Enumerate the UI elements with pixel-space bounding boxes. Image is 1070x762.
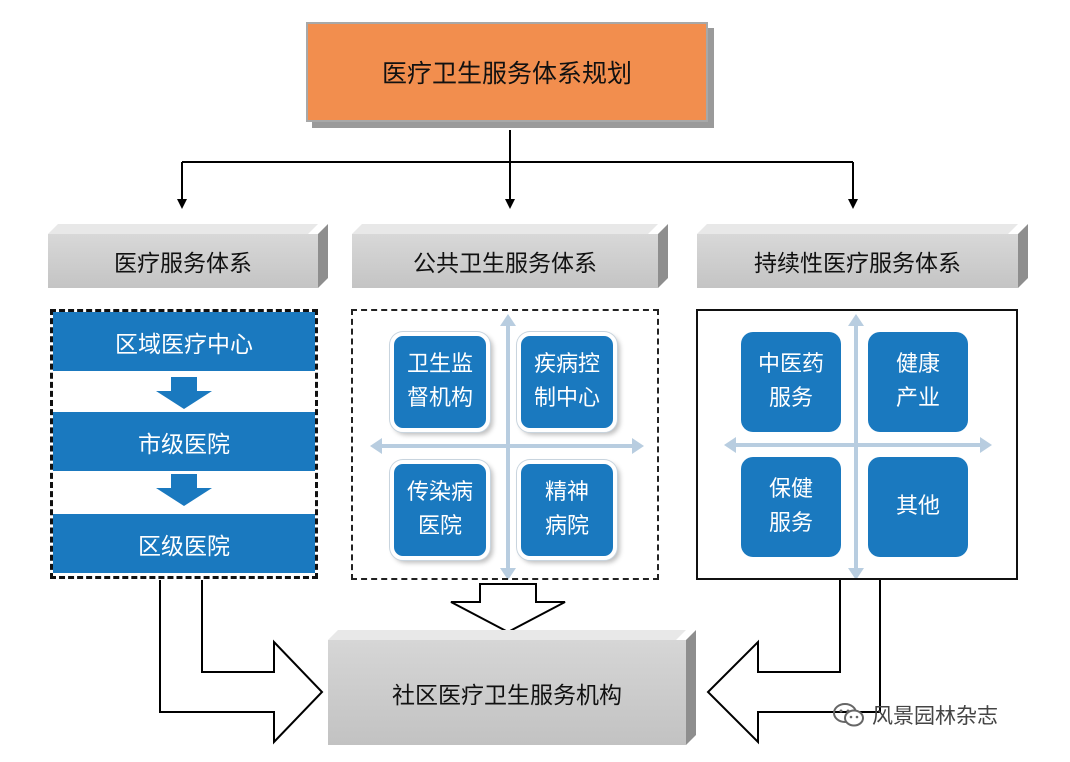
unit-infectious-hospital: 传染病 医院 [390,460,490,560]
medical-services-frame [50,309,318,579]
unit-label-line: 精神 [544,480,589,505]
unit-label-line: 保健 [768,477,813,502]
unit-label-line: 制中心 [533,386,600,411]
unit-health-industry: 健康 产业 [868,332,968,432]
category-medical-services: 医疗服务体系 [48,234,318,288]
public-health-frame [351,309,659,580]
level-arrow-1 [156,377,212,409]
category-label: 公共卫生服务体系 [413,251,597,277]
unit-disease-control: 疾病控 制中心 [517,332,617,432]
unit-other: 其他 [868,457,968,557]
unit-label-line: 病院 [544,514,589,539]
unit-label-line: 传染病 [406,480,473,505]
unit-label-line: 产业 [895,386,940,411]
level-label: 市级医院 [138,431,230,458]
category-public-health: 公共卫生服务体系 [352,234,658,288]
community-services-label: 社区医疗卫生服务机构 [392,682,622,709]
left-flow-arrow [159,580,324,745]
unit-label-line: 健康 [895,352,940,377]
category-label: 持续性医疗服务体系 [754,251,961,277]
watermark-text: 风景园林杂志 [872,704,998,728]
level-regional-center: 区域医疗中心 [53,312,315,371]
unit-health-supervision: 卫生监 督机构 [390,332,490,432]
unit-label-line: 服务 [768,386,813,411]
level-arrow-2 [156,474,212,506]
level-label: 区域医疗中心 [115,331,253,358]
continuing-axes [724,314,992,580]
unit-tcm-services: 中医药 服务 [741,332,841,432]
unit-label-line: 中医药 [757,352,824,377]
unit-label-line: 疾病控 [533,352,600,377]
plan-title: 医疗卫生服务体系规划 [381,59,632,88]
unit-label-line: 卫生监 [406,352,473,377]
level-district-hospital: 区级医院 [53,514,315,573]
category-label: 医疗服务体系 [114,251,252,277]
level-city-hospital: 市级医院 [53,412,315,471]
unit-label-line: 服务 [768,511,813,536]
right-flow-arrow [706,580,881,745]
category-continuing-care: 持续性医疗服务体系 [697,234,1018,288]
unit-label-line: 医院 [417,514,462,539]
unit-label-line: 其他 [895,494,940,519]
middle-flow-arrow [450,583,566,634]
branch-connector [177,130,858,209]
plan-title-box: 医疗卫生服务体系规划 [306,22,708,122]
public-health-axes [370,314,644,580]
watermark: 风景园林杂志 [832,697,998,733]
continuing-care-frame [696,309,1018,580]
wechat-icon [833,703,864,727]
unit-wellness-services: 保健 服务 [741,457,841,557]
community-services-box: 社区医疗卫生服务机构 [328,640,686,745]
unit-label-line: 督机构 [406,386,473,411]
level-label: 区级医院 [138,533,230,560]
unit-psychiatric-hospital: 精神 病院 [517,460,617,560]
